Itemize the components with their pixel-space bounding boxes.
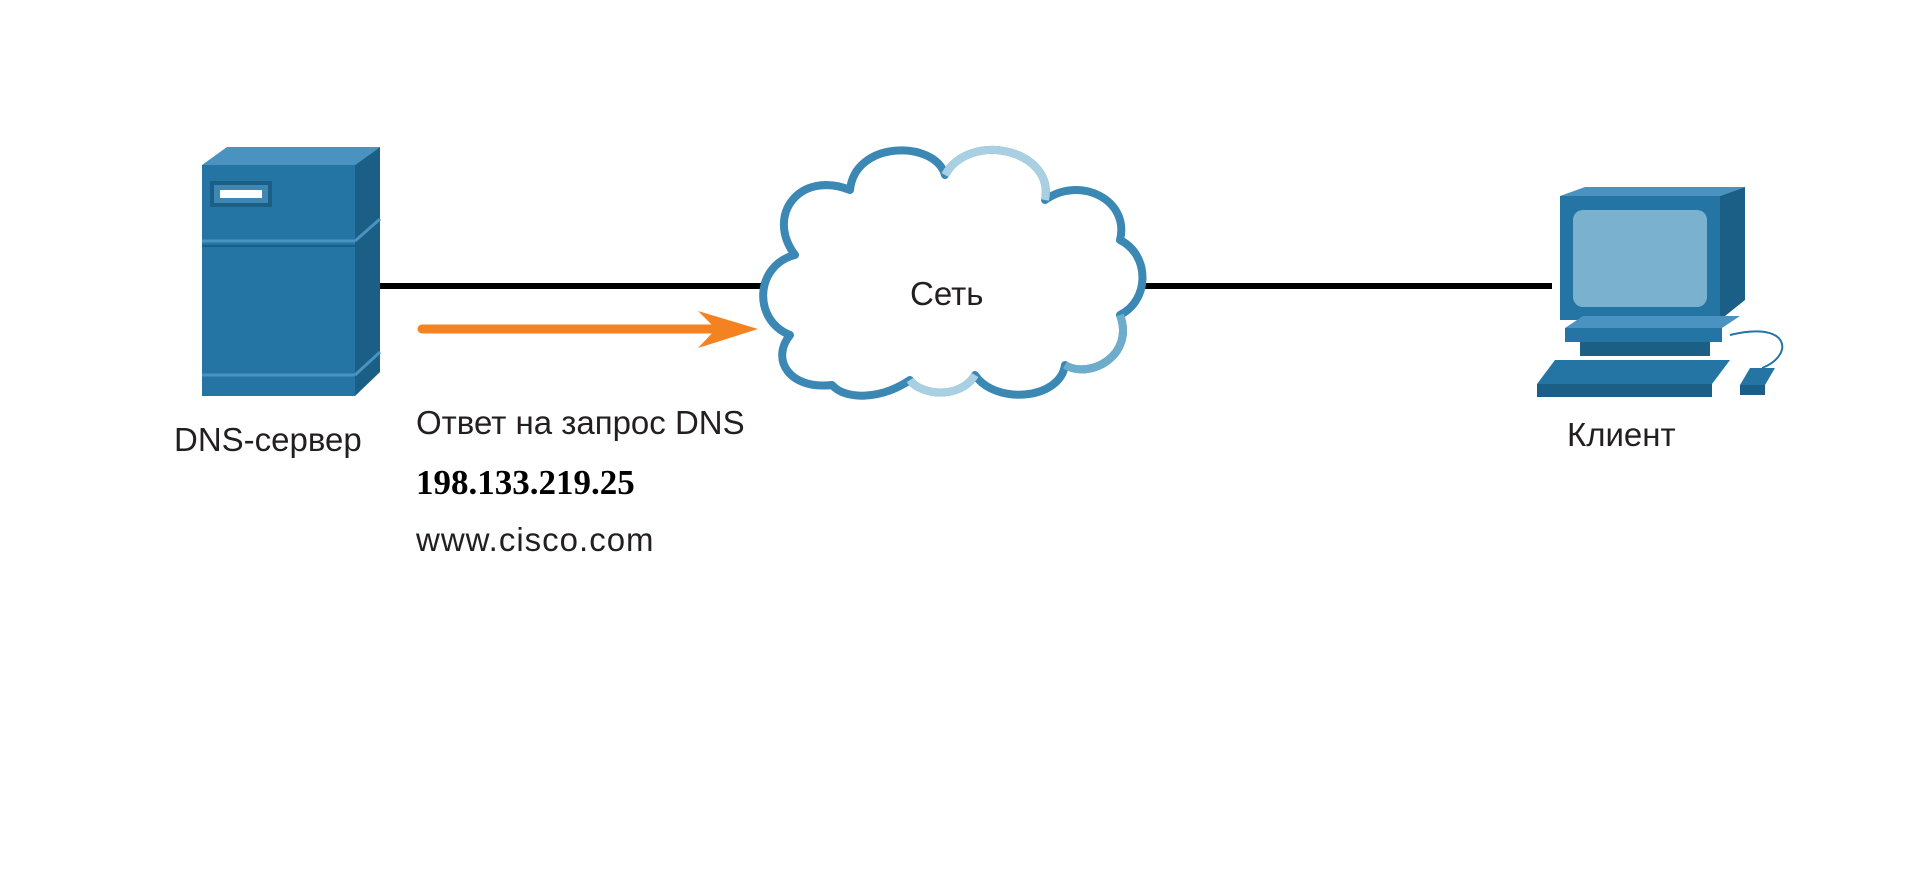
response-arrow — [417, 311, 758, 348]
desktop-computer-icon — [1537, 187, 1784, 397]
cloud-icon — [759, 146, 1147, 400]
client-label: Клиент — [1567, 416, 1676, 453]
network-label: Сеть — [910, 275, 983, 312]
response-ip-address: 198.133.219.25 — [416, 463, 635, 502]
response-domain-name: www.cisco.com — [415, 521, 655, 558]
server-icon — [202, 147, 382, 396]
server-label: DNS-сервер — [174, 421, 362, 458]
response-title: Ответ на запрос DNS — [416, 404, 745, 441]
